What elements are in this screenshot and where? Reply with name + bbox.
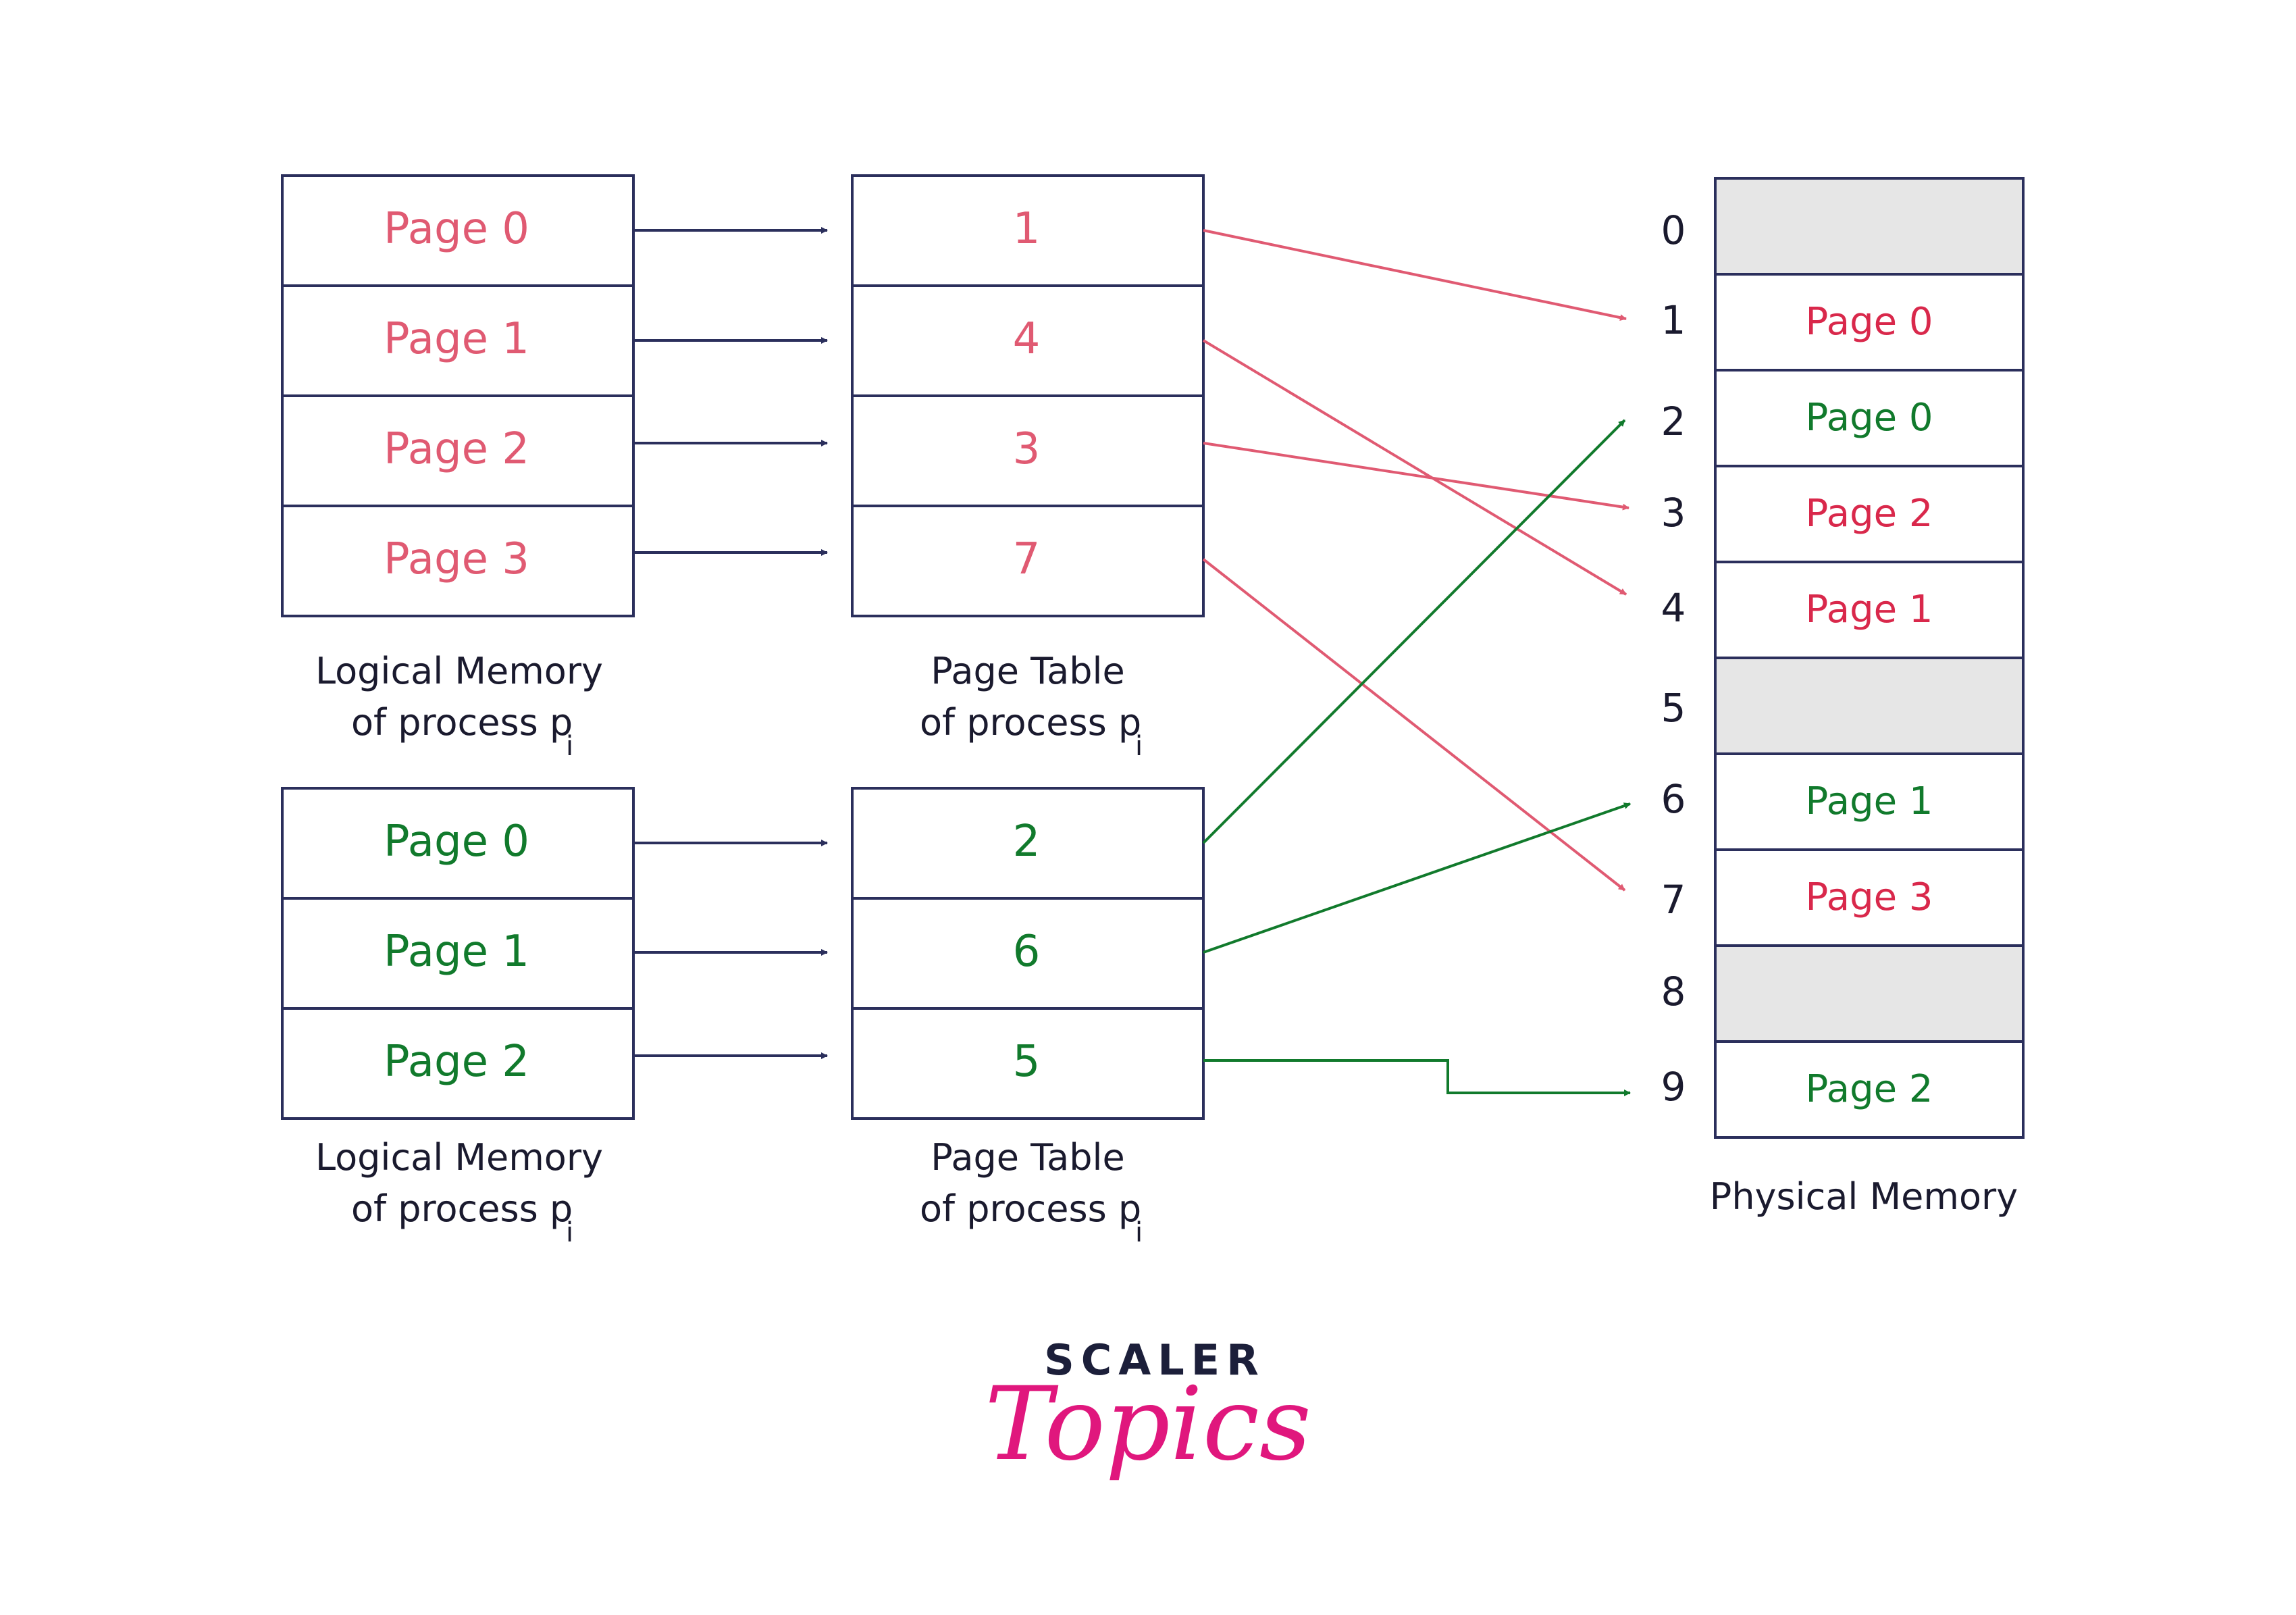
p1-table-caption-line1: Page Table [931, 650, 1125, 692]
p2-table-frame-number: 6 [1013, 927, 1041, 977]
frame-number-9: 9 [1661, 1064, 1686, 1110]
physical-memory: Page 0 Page 0 Page 2 Page 1 Page 1 Page … [1661, 177, 2025, 1218]
frame-number-3: 3 [1661, 490, 1686, 536]
p1-logical-page-label: Page 1 [384, 314, 529, 364]
frame-label-7: Page 3 [1806, 875, 1933, 919]
brand-topics-text: Topics [985, 1366, 1311, 1483]
p1-page-table: 1 4 3 7 [851, 174, 1205, 617]
p1-logical-page-label: Page 2 [384, 424, 529, 474]
p1-logical-cell [281, 174, 635, 287]
p2-table-cell [851, 787, 1205, 900]
p2-table-caption-line2: of process p [920, 1187, 1141, 1230]
p2-logical-caption-line2: of process p [351, 1187, 573, 1230]
brand-scaler-text: SCALER [1044, 1335, 1266, 1385]
frame-cell-8 [1714, 944, 2025, 1043]
frame-cell-4 [1714, 561, 2025, 659]
frame-cell-0 [1714, 177, 2025, 276]
frame-cell-3 [1714, 465, 2025, 563]
frame-label-1: Page 0 [1806, 300, 1933, 344]
frame-number-8: 8 [1661, 969, 1686, 1015]
p1-table-to-frame-arrows [1202, 229, 1629, 892]
p1-logical-caption-line2: of process p [351, 701, 573, 744]
p1-captions: Logical Memory of process p i Page Table… [315, 650, 1143, 762]
p1-logical-caption-subscript: i [566, 731, 573, 762]
frame-label-9: Page 2 [1806, 1067, 1933, 1111]
p2-logical-cell [281, 897, 635, 1010]
p1-logical-caption-line1: Logical Memory [315, 650, 603, 692]
frame-label-2: Page 0 [1806, 396, 1933, 440]
p2-table-cell [851, 1007, 1205, 1120]
p1-table-cell [851, 284, 1205, 397]
red-arrow [1202, 339, 1627, 596]
p2-logical-caption-subscript: i [566, 1217, 573, 1248]
p1-logical-page-label: Page 0 [384, 204, 529, 254]
p1-logical-cell [281, 284, 635, 397]
p1-table-frame-number: 7 [1013, 534, 1041, 584]
p1-logical-cell [281, 505, 635, 617]
p1-table-caption-line2: of process p [920, 701, 1141, 744]
red-arrow [1203, 229, 1627, 322]
frame-cell-2 [1714, 369, 2025, 467]
green-arrow [1203, 802, 1631, 954]
p2-table-to-frame-arrows [1202, 419, 1631, 1096]
p2-table-caption-subscript: i [1135, 1217, 1143, 1248]
p1-logical-to-table-arrows [633, 227, 828, 556]
p2-logical-page-label: Page 2 [384, 1037, 529, 1087]
p2-logical-caption-line1: Logical Memory [315, 1136, 603, 1179]
p2-table-frame-number: 5 [1013, 1037, 1041, 1087]
frame-cell-5 [1714, 657, 2025, 755]
p1-table-frame-number: 4 [1013, 314, 1041, 364]
green-arrow [1203, 1059, 1631, 1096]
frame-label-4: Page 1 [1806, 588, 1933, 632]
frame-number-7: 7 [1661, 877, 1686, 923]
p2-logical-to-table-arrows [633, 840, 828, 1059]
frame-cell-9 [1714, 1040, 2025, 1139]
frame-number-4: 4 [1661, 585, 1686, 631]
p2-table-frame-number: 2 [1013, 817, 1041, 867]
p1-logical-page-label: Page 3 [384, 534, 529, 584]
p2-logical-memory: Page 0 Page 1 Page 2 [281, 787, 635, 1120]
p2-captions: Logical Memory of process p i Page Table… [315, 1136, 1143, 1248]
p2-page-table: 2 6 5 [851, 787, 1205, 1120]
p1-table-caption-subscript: i [1135, 731, 1143, 762]
red-arrow [1202, 558, 1626, 892]
p2-logical-page-label: Page 0 [384, 817, 529, 867]
physical-memory-caption: Physical Memory [1710, 1175, 2018, 1218]
green-arrow [1202, 419, 1626, 844]
p1-logical-memory: Page 0 Page 1 Page 2 Page 3 [281, 174, 635, 617]
frame-label-3: Page 2 [1806, 492, 1933, 536]
frame-cell-6 [1714, 752, 2025, 851]
p2-logical-page-label: Page 1 [384, 927, 529, 977]
red-arrow [1203, 442, 1629, 511]
p2-logical-cell [281, 1007, 635, 1120]
p1-table-cell [851, 505, 1205, 617]
frame-label-6: Page 1 [1806, 779, 1933, 823]
frame-number-0: 0 [1661, 207, 1686, 253]
p1-table-frame-number: 3 [1013, 424, 1041, 474]
frame-number-5: 5 [1661, 685, 1686, 731]
p2-logical-cell [281, 787, 635, 900]
p2-table-caption-line1: Page Table [931, 1136, 1125, 1179]
frame-number-2: 2 [1661, 399, 1686, 444]
frame-number-1: 1 [1661, 297, 1686, 343]
p1-logical-cell [281, 394, 635, 507]
frame-cell-1 [1714, 273, 2025, 371]
frame-number-6: 6 [1661, 776, 1686, 822]
scaler-topics-logo: SCALER Topics [985, 1335, 1311, 1483]
p1-table-frame-number: 1 [1013, 204, 1041, 254]
